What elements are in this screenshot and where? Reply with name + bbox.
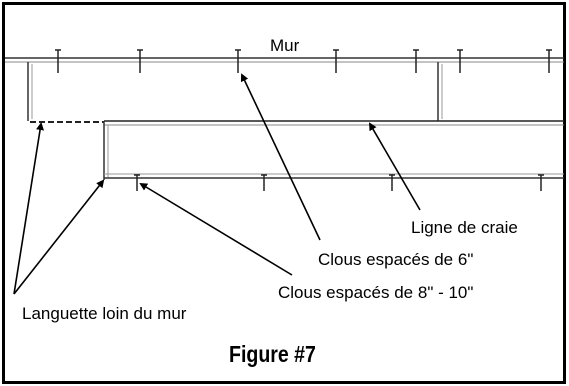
- middle-board-row: [103, 120, 564, 180]
- nails-6-label: Clous espacés de 6": [318, 250, 474, 269]
- nails-6-leader: [240, 73, 321, 241]
- tongue-label: Languette loin du mur: [22, 304, 187, 323]
- nails-8-10-leader: [139, 182, 293, 276]
- chalk-line-label: Ligne de craie: [411, 218, 518, 237]
- top-nails: [55, 49, 552, 73]
- upper-board-row: [27, 62, 443, 121]
- figure-caption: Figure #7: [229, 341, 316, 367]
- wall-label: Mur: [270, 36, 300, 55]
- bottom-nails: [134, 174, 544, 191]
- nails-8-10-label: Clous espacés de 8" - 10": [278, 283, 474, 302]
- chalk-line-leader: [368, 122, 421, 211]
- tongue-leader-a: [13, 122, 45, 295]
- tongue-leader-b: [13, 179, 105, 295]
